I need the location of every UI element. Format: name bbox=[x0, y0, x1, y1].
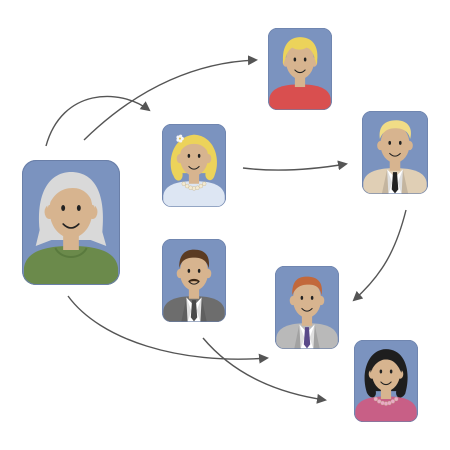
eye-left bbox=[379, 369, 383, 374]
hair-front bbox=[178, 135, 210, 155]
neck bbox=[188, 173, 200, 184]
arrow-grandmother-to-man-ginger bbox=[67, 295, 269, 364]
flower-icon bbox=[176, 134, 184, 143]
eye-right bbox=[76, 205, 81, 211]
arrow-woman-blonde-bun-to-man-blonde bbox=[242, 160, 348, 171]
mouth bbox=[294, 69, 306, 74]
arrow-grandmother-to-woman-blonde-bun bbox=[45, 95, 151, 147]
portrait-card-man-ginger bbox=[275, 266, 340, 350]
neck bbox=[389, 160, 401, 171]
eye-left bbox=[187, 153, 191, 158]
hair-front bbox=[379, 120, 411, 139]
mouth bbox=[188, 280, 200, 285]
eye-right bbox=[197, 153, 201, 158]
body-top bbox=[269, 84, 331, 110]
tie bbox=[190, 300, 198, 322]
portrait-card-young-woman-blonde bbox=[268, 28, 333, 111]
lapel-left bbox=[381, 169, 393, 194]
portrait-card-woman-black-hair bbox=[354, 340, 419, 423]
portrait-card-man-mustache bbox=[162, 239, 227, 323]
mouth bbox=[389, 152, 401, 157]
eye-right bbox=[197, 268, 201, 273]
neck bbox=[380, 388, 392, 400]
arrow-man-blonde-to-man-ginger bbox=[352, 209, 407, 302]
eye-left bbox=[187, 268, 191, 273]
mouth bbox=[62, 223, 80, 229]
tie bbox=[303, 327, 311, 349]
face bbox=[179, 138, 209, 176]
eye-left bbox=[61, 205, 66, 211]
necklace bbox=[181, 181, 207, 191]
lapel-left bbox=[181, 297, 192, 322]
eye-right bbox=[398, 140, 402, 145]
card-border bbox=[354, 340, 419, 423]
mouth bbox=[380, 381, 392, 386]
face bbox=[179, 253, 209, 291]
connection-arrows bbox=[45, 55, 407, 404]
sweater-collar bbox=[54, 247, 88, 258]
portrait-cards bbox=[22, 28, 429, 423]
face bbox=[285, 42, 315, 80]
hair-front bbox=[282, 37, 318, 65]
eye-right bbox=[303, 57, 307, 62]
neck bbox=[188, 288, 200, 299]
face bbox=[380, 125, 410, 163]
eye-right bbox=[389, 369, 393, 374]
lapel-right bbox=[309, 324, 320, 349]
arrow-man-mustache-to-woman-black-hair bbox=[202, 337, 327, 404]
eye-right bbox=[310, 295, 314, 300]
hair-front bbox=[370, 350, 403, 373]
arrow-grandmother-to-young-woman-blonde bbox=[83, 55, 258, 141]
necklace bbox=[373, 396, 399, 406]
body-top bbox=[23, 246, 119, 285]
portrait-card-woman-blonde-bun bbox=[162, 124, 227, 208]
face bbox=[371, 354, 401, 392]
eye-left bbox=[300, 295, 304, 300]
mouth bbox=[188, 165, 200, 170]
lapel-right bbox=[397, 169, 409, 194]
lapel-right bbox=[196, 297, 207, 322]
face bbox=[292, 280, 322, 318]
card-border bbox=[275, 266, 340, 350]
body-top bbox=[355, 396, 417, 422]
card-border bbox=[162, 239, 227, 323]
neck bbox=[294, 76, 306, 88]
portrait-card-man-blonde bbox=[362, 111, 429, 195]
hair-front bbox=[179, 249, 210, 269]
lapel-left bbox=[294, 324, 305, 349]
card-border bbox=[362, 111, 429, 195]
eye-left bbox=[388, 140, 392, 145]
body-top bbox=[163, 181, 225, 207]
mouth bbox=[301, 307, 313, 312]
neck bbox=[301, 315, 313, 326]
face bbox=[49, 182, 93, 238]
card-border bbox=[162, 124, 227, 208]
card-border bbox=[268, 28, 333, 111]
card-border bbox=[22, 160, 121, 285]
portrait-card-grandmother bbox=[22, 160, 121, 285]
tie bbox=[391, 172, 399, 194]
eye-left bbox=[293, 57, 297, 62]
hair-front bbox=[292, 276, 323, 296]
neck bbox=[63, 234, 79, 250]
hair-front bbox=[47, 174, 96, 208]
